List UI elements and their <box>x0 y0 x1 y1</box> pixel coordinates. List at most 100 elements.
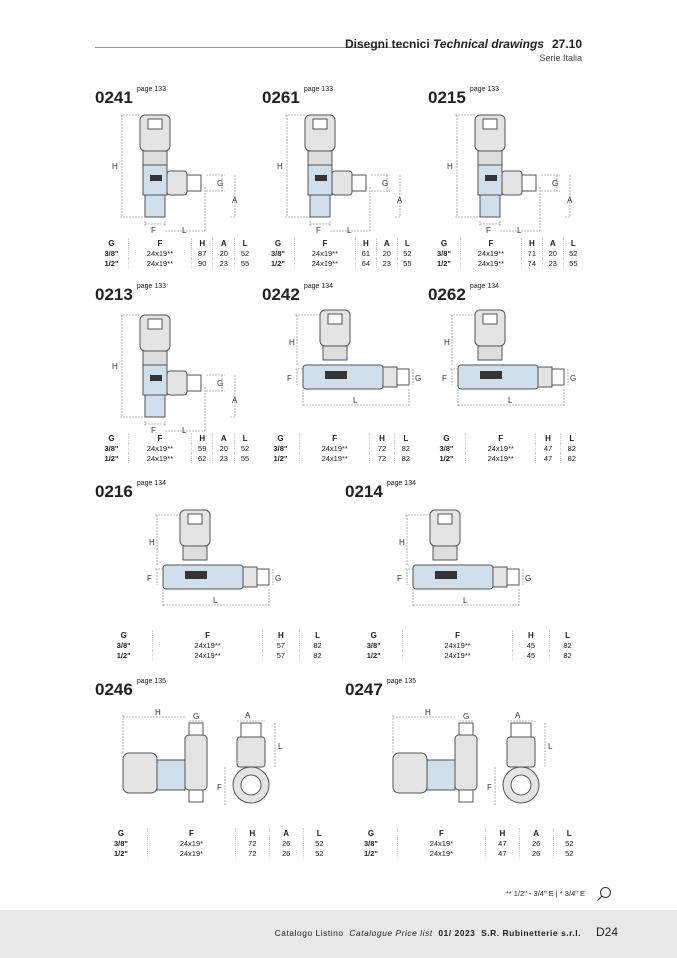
series-subtitle: Serie Italia <box>539 53 582 63</box>
column-header: L <box>234 433 255 443</box>
page-reference-link[interactable]: page 134 <box>136 480 167 487</box>
table-cell: 26 <box>518 848 553 858</box>
table-cell: 24x19** <box>298 443 370 453</box>
table-cell: 24x19* <box>146 848 236 858</box>
page-reference-link[interactable]: page 135 <box>136 678 167 685</box>
column-header: L <box>549 630 585 640</box>
column-header: F <box>298 433 370 443</box>
table-cell: 20 <box>212 443 235 453</box>
table-cell: 24x19** <box>298 453 370 463</box>
column-header: H <box>190 238 213 248</box>
page-reference-link[interactable]: page 134 <box>386 480 417 487</box>
table-cell: 24x19* <box>396 848 486 858</box>
column-header: G <box>367 828 375 838</box>
table-cell: 1/2" <box>436 258 451 268</box>
table-cell: 52 <box>396 248 417 258</box>
dimension-label: F <box>151 226 156 235</box>
thermostatic-head-icon <box>474 114 506 166</box>
table-cell: 1/2" <box>366 650 381 660</box>
column-header: G <box>117 828 125 838</box>
table-cell: 3/8" <box>363 838 378 848</box>
table-cell: 82 <box>549 640 585 650</box>
catalog-label-en: Catalogue Price list <box>349 928 433 938</box>
column-header: L <box>562 238 583 248</box>
column-header: H <box>484 828 520 838</box>
page-reference-link[interactable]: page 135 <box>386 678 417 685</box>
table-cell: 26 <box>268 838 303 848</box>
table-cell: 71 <box>520 248 543 258</box>
thermostatic-head-icon <box>429 509 461 561</box>
page-reference-link[interactable]: page 134 <box>303 283 334 290</box>
column-header: G <box>120 630 127 640</box>
table-cell: 3/8" <box>104 443 119 453</box>
page-reference-link[interactable]: page 133 <box>136 283 167 290</box>
column-header: L <box>299 630 335 640</box>
page-reference-link[interactable]: page 133 <box>303 86 334 93</box>
page-reference-link[interactable]: page 134 <box>469 283 500 290</box>
product-code-number: 0242 <box>262 285 300 304</box>
column-header: A <box>375 238 398 248</box>
table-cell: 20 <box>541 248 564 258</box>
dimension-label: H <box>112 362 118 371</box>
elbow-valve-front-icon <box>232 722 270 804</box>
table-cell: 24x19** <box>464 443 536 453</box>
column-header: L <box>559 433 583 443</box>
column-header: G <box>274 238 282 248</box>
footer: Catalogo Listino Catalogue Price list 01… <box>0 910 677 958</box>
dimension-label: H <box>447 162 453 171</box>
table-cell: 72 <box>369 443 395 453</box>
table-cell: 3/8" <box>273 443 288 453</box>
table-cell: 72 <box>234 838 270 848</box>
page-reference-link[interactable]: page 133 <box>469 86 500 93</box>
table-cell: 55 <box>234 453 255 463</box>
dimension-label: F <box>287 374 292 383</box>
page-reference-link[interactable]: page 133 <box>136 86 167 93</box>
table-cell: 1/2" <box>116 650 131 660</box>
title-english: Technical drawings <box>433 37 544 51</box>
column-header: F <box>402 630 513 640</box>
table-cell: 47 <box>484 838 520 848</box>
column-header: F <box>459 238 522 248</box>
dimension-label: L <box>548 742 553 751</box>
table-cell: 23 <box>212 453 235 463</box>
table-cell: 24x19* <box>396 838 486 848</box>
table-cell: 24x19** <box>127 258 192 268</box>
dimension-label: L <box>213 596 218 605</box>
dimension-label: F <box>442 374 447 383</box>
elbow-valve-front-icon <box>502 722 540 804</box>
table-cell: 3/8" <box>366 640 381 650</box>
dimension-label: G <box>193 712 199 721</box>
table-cell: 24x19** <box>402 650 513 660</box>
table-cell: 3/8" <box>439 443 454 453</box>
column-header: H <box>535 433 561 443</box>
column-header: F <box>146 828 236 838</box>
dimension-label: A <box>515 711 521 720</box>
dimension-label: H <box>277 162 283 171</box>
column-header: F <box>396 828 486 838</box>
dimension-label: H <box>399 538 405 547</box>
search-icon[interactable] <box>596 886 612 907</box>
column-header: F <box>152 630 263 640</box>
thermostatic-head-icon <box>179 509 211 561</box>
